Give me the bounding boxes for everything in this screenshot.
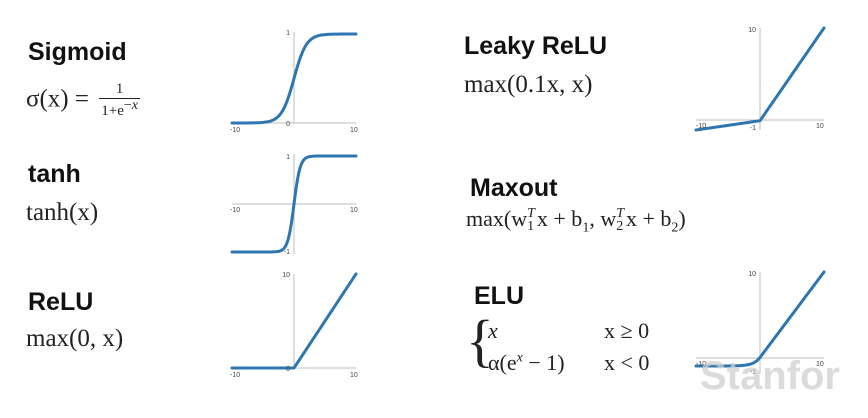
sigmoid-formula: σ(x) = 1 1+e−x bbox=[26, 81, 140, 120]
sigmoid-x-max-tick: 10 bbox=[350, 127, 358, 134]
sigmoid-plot: 1 0 -10 10 bbox=[228, 28, 360, 134]
tanh-curve bbox=[230, 154, 358, 254]
leaky-relu-formula: max(0.1x, x) bbox=[464, 71, 593, 98]
tanh-plot-svg: 1 -1 -10 10 bbox=[230, 154, 358, 256]
tanh-x-min-tick: -10 bbox=[230, 207, 240, 214]
elu-case2-cond: x < 0 bbox=[604, 350, 650, 375]
sigmoid-lhs: σ(x) = bbox=[26, 85, 89, 113]
tanh-y-bottom-tick: -1 bbox=[284, 249, 290, 256]
tanh-y-top-tick: 1 bbox=[286, 154, 290, 161]
elu-case1-cond: x ≥ 0 bbox=[604, 318, 650, 343]
relu-y-bottom-tick: 0 bbox=[286, 366, 290, 373]
elu-x-min-tick: -10 bbox=[696, 361, 706, 368]
elu-plot: 10 -1 -10 10 bbox=[692, 266, 828, 378]
relu-x-max-tick: 10 bbox=[350, 372, 358, 379]
tanh-formula: tanh(x) bbox=[26, 199, 99, 226]
leaky-relu-x-min-tick: -10 bbox=[696, 123, 706, 130]
elu-y-bottom-tick: -1 bbox=[750, 369, 756, 376]
leaky-relu-plot: 10 -1 -10 10 bbox=[692, 22, 828, 134]
elu-title: ELU bbox=[474, 282, 524, 310]
sigmoid-plot-svg: 1 0 -10 10 bbox=[230, 30, 358, 134]
elu-case2-expr: α(ex − 1) bbox=[488, 350, 565, 375]
relu-y-top-tick: 10 bbox=[282, 272, 290, 279]
leaky-relu-title: Leaky ReLU bbox=[464, 32, 608, 60]
sigmoid-numerator: 1 bbox=[99, 81, 140, 99]
relu-title: ReLU bbox=[28, 288, 94, 316]
elu-y-top-tick: 10 bbox=[748, 271, 756, 278]
maxout-formula-end: x + b bbox=[626, 206, 672, 231]
relu-curve bbox=[230, 272, 358, 370]
elu-curve bbox=[694, 270, 826, 368]
leaky-relu-y-top-tick: 10 bbox=[748, 27, 756, 34]
elu-case1-expr: x bbox=[488, 318, 498, 343]
tanh-plot: 1 -1 -10 10 bbox=[228, 150, 360, 258]
watermark: Stanfor bbox=[700, 354, 840, 398]
elu-brace: { bbox=[466, 308, 494, 373]
relu-formula: max(0, x) bbox=[26, 325, 124, 352]
maxout-formula-open: max(w bbox=[466, 206, 528, 231]
sigmoid-title: Sigmoid bbox=[28, 38, 127, 66]
maxout-title: Maxout bbox=[470, 174, 558, 202]
relu-x-min-tick: -10 bbox=[230, 372, 240, 379]
sigmoid-y-bottom-tick: 0 bbox=[286, 121, 290, 128]
sigmoid-y-top-tick: 1 bbox=[286, 30, 290, 37]
relu-plot-svg: 10 0 -10 10 bbox=[230, 272, 358, 379]
tanh-title: tanh bbox=[28, 160, 81, 188]
leaky-relu-curve bbox=[694, 26, 826, 132]
elu-plot-svg: 10 -1 -10 10 bbox=[694, 270, 826, 376]
sigmoid-curve bbox=[230, 32, 358, 125]
tanh-x-max-tick: 10 bbox=[350, 207, 358, 214]
sigmoid-fraction: 1 1+e−x bbox=[99, 81, 140, 120]
relu-plot: 10 0 -10 10 bbox=[228, 268, 360, 379]
leaky-relu-y-bottom-tick: -1 bbox=[750, 125, 756, 132]
elu-x-max-tick: 10 bbox=[816, 361, 824, 368]
maxout-formula-mid: x + b bbox=[536, 206, 583, 231]
leaky-relu-x-max-tick: 10 bbox=[816, 123, 824, 130]
sigmoid-x-min-tick: -10 bbox=[230, 127, 240, 134]
leaky-relu-plot-svg: 10 -1 -10 10 bbox=[694, 26, 826, 132]
maxout-formula-mid2: , w bbox=[589, 206, 617, 231]
sigmoid-denominator: 1+e−x bbox=[101, 97, 138, 119]
